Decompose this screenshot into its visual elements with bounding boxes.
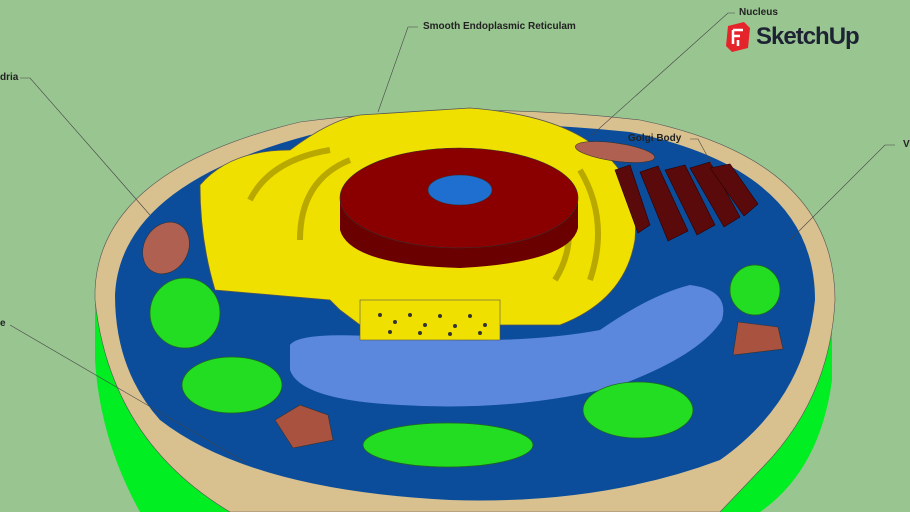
- label-nucleus: Nucleus: [739, 7, 778, 18]
- rough-er-block: [359, 299, 501, 341]
- mitochondria: [142, 141, 655, 275]
- ribosomes: [378, 313, 487, 336]
- sketchup-logo-text: SketchUp: [756, 23, 860, 50]
- chloroplasts: [149, 264, 781, 468]
- nucleolus-hole: [427, 174, 493, 206]
- label-left-partial: e: [0, 318, 6, 329]
- sketchup-logo: SketchUp: [726, 22, 860, 52]
- golgi-body: [614, 161, 759, 242]
- vacuole: [290, 285, 724, 407]
- amyloplasts: [274, 321, 784, 449]
- sketchup-logo-icon: [726, 22, 750, 52]
- er-inner-fold: [247, 147, 601, 282]
- label-mitochondria: dria: [0, 72, 19, 83]
- leader-lines: [9, 12, 895, 463]
- label-smooth-er: Smooth Endoplasmic Reticulam: [423, 21, 576, 32]
- label-right-partial: V: [903, 139, 910, 150]
- label-golgi-body: Golgi Body: [628, 133, 682, 144]
